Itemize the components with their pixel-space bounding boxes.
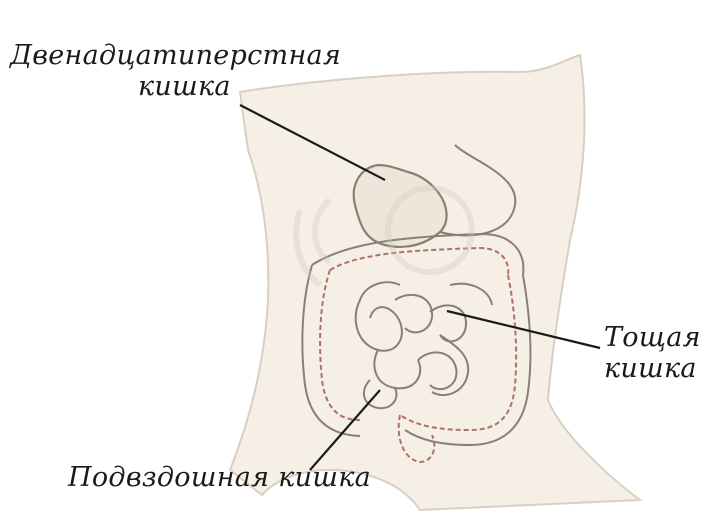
jejunum-label-line1: Тощая [604,322,701,353]
jejunum-leader-line [446,309,601,350]
torso-silhouette [228,53,643,512]
duodenum-leader-line [239,104,386,181]
duodenum-label-line1: Двенадцатиперстная [10,40,342,71]
duodenum-label: Двенадцатиперстная кишка [10,40,341,102]
leaf-logo-icon [293,185,475,288]
jejunum-label-line2: кишка [604,353,697,385]
duodenum-shape [352,163,448,249]
ileum-label: Подвздошная кишка [68,462,372,493]
jejunum-label: Тощая кишка [604,322,701,384]
colon-outline [301,232,532,446]
duodenum-label-line2: кишка [138,71,231,103]
ileum-leader-line [309,389,381,471]
colon-shape [319,246,518,464]
small-intestine-coils [354,281,493,410]
